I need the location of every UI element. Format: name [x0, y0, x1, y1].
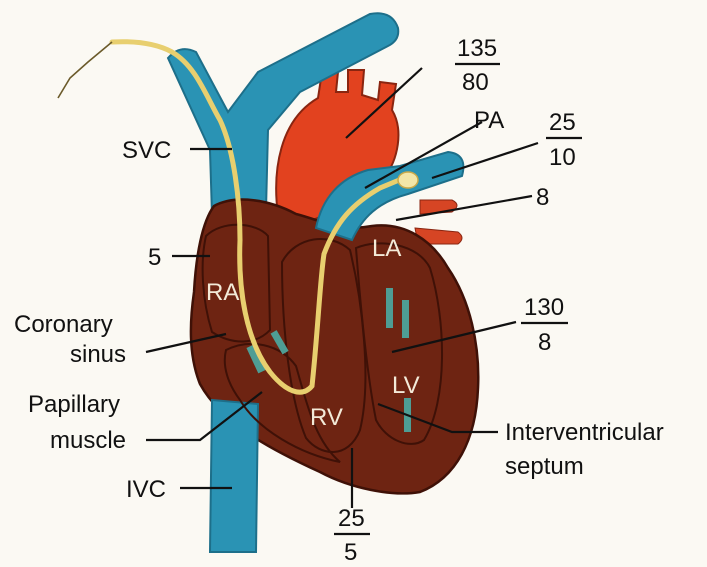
chamber-rv: RV: [310, 404, 343, 431]
chamber-ra: RA: [206, 279, 239, 306]
inferior-vena-cava: [210, 400, 258, 552]
chamber-lv: LV: [392, 372, 420, 399]
pressure-lv-diastolic: 8: [538, 329, 551, 356]
label-septum-1: Interventricular: [505, 419, 664, 446]
label-papillary-2: muscle: [50, 427, 126, 454]
mitral-valve-a: [386, 288, 393, 328]
pressure-lv-systolic: 130: [524, 294, 564, 321]
catheter-balloon: [398, 172, 418, 188]
pressure-aorta-diastolic: 80: [462, 69, 489, 96]
mitral-valve-b: [402, 300, 409, 338]
chamber-la: LA: [372, 235, 401, 262]
pressure-ra: 5: [148, 244, 161, 271]
label-pa: PA: [474, 107, 504, 134]
pressure-pa-systolic: 25: [549, 109, 576, 136]
leader-la: [396, 196, 532, 220]
label-septum-2: septum: [505, 453, 584, 480]
pressure-pa-diastolic: 10: [549, 144, 576, 171]
label-svc: SVC: [122, 137, 171, 164]
pressure-rv-systolic: 25: [338, 505, 365, 532]
label-papillary-1: Papillary: [28, 391, 120, 418]
catheter-tail: [58, 42, 112, 98]
label-ivc: IVC: [126, 476, 166, 503]
pressure-rv-diastolic: 5: [344, 539, 357, 566]
heart-illustration: [58, 13, 478, 552]
label-coronary-sinus-2: sinus: [70, 341, 126, 368]
pressure-la: 8: [536, 184, 549, 211]
pressure-aorta-systolic: 135: [457, 35, 497, 62]
label-coronary-sinus-1: Coronary: [14, 311, 113, 338]
